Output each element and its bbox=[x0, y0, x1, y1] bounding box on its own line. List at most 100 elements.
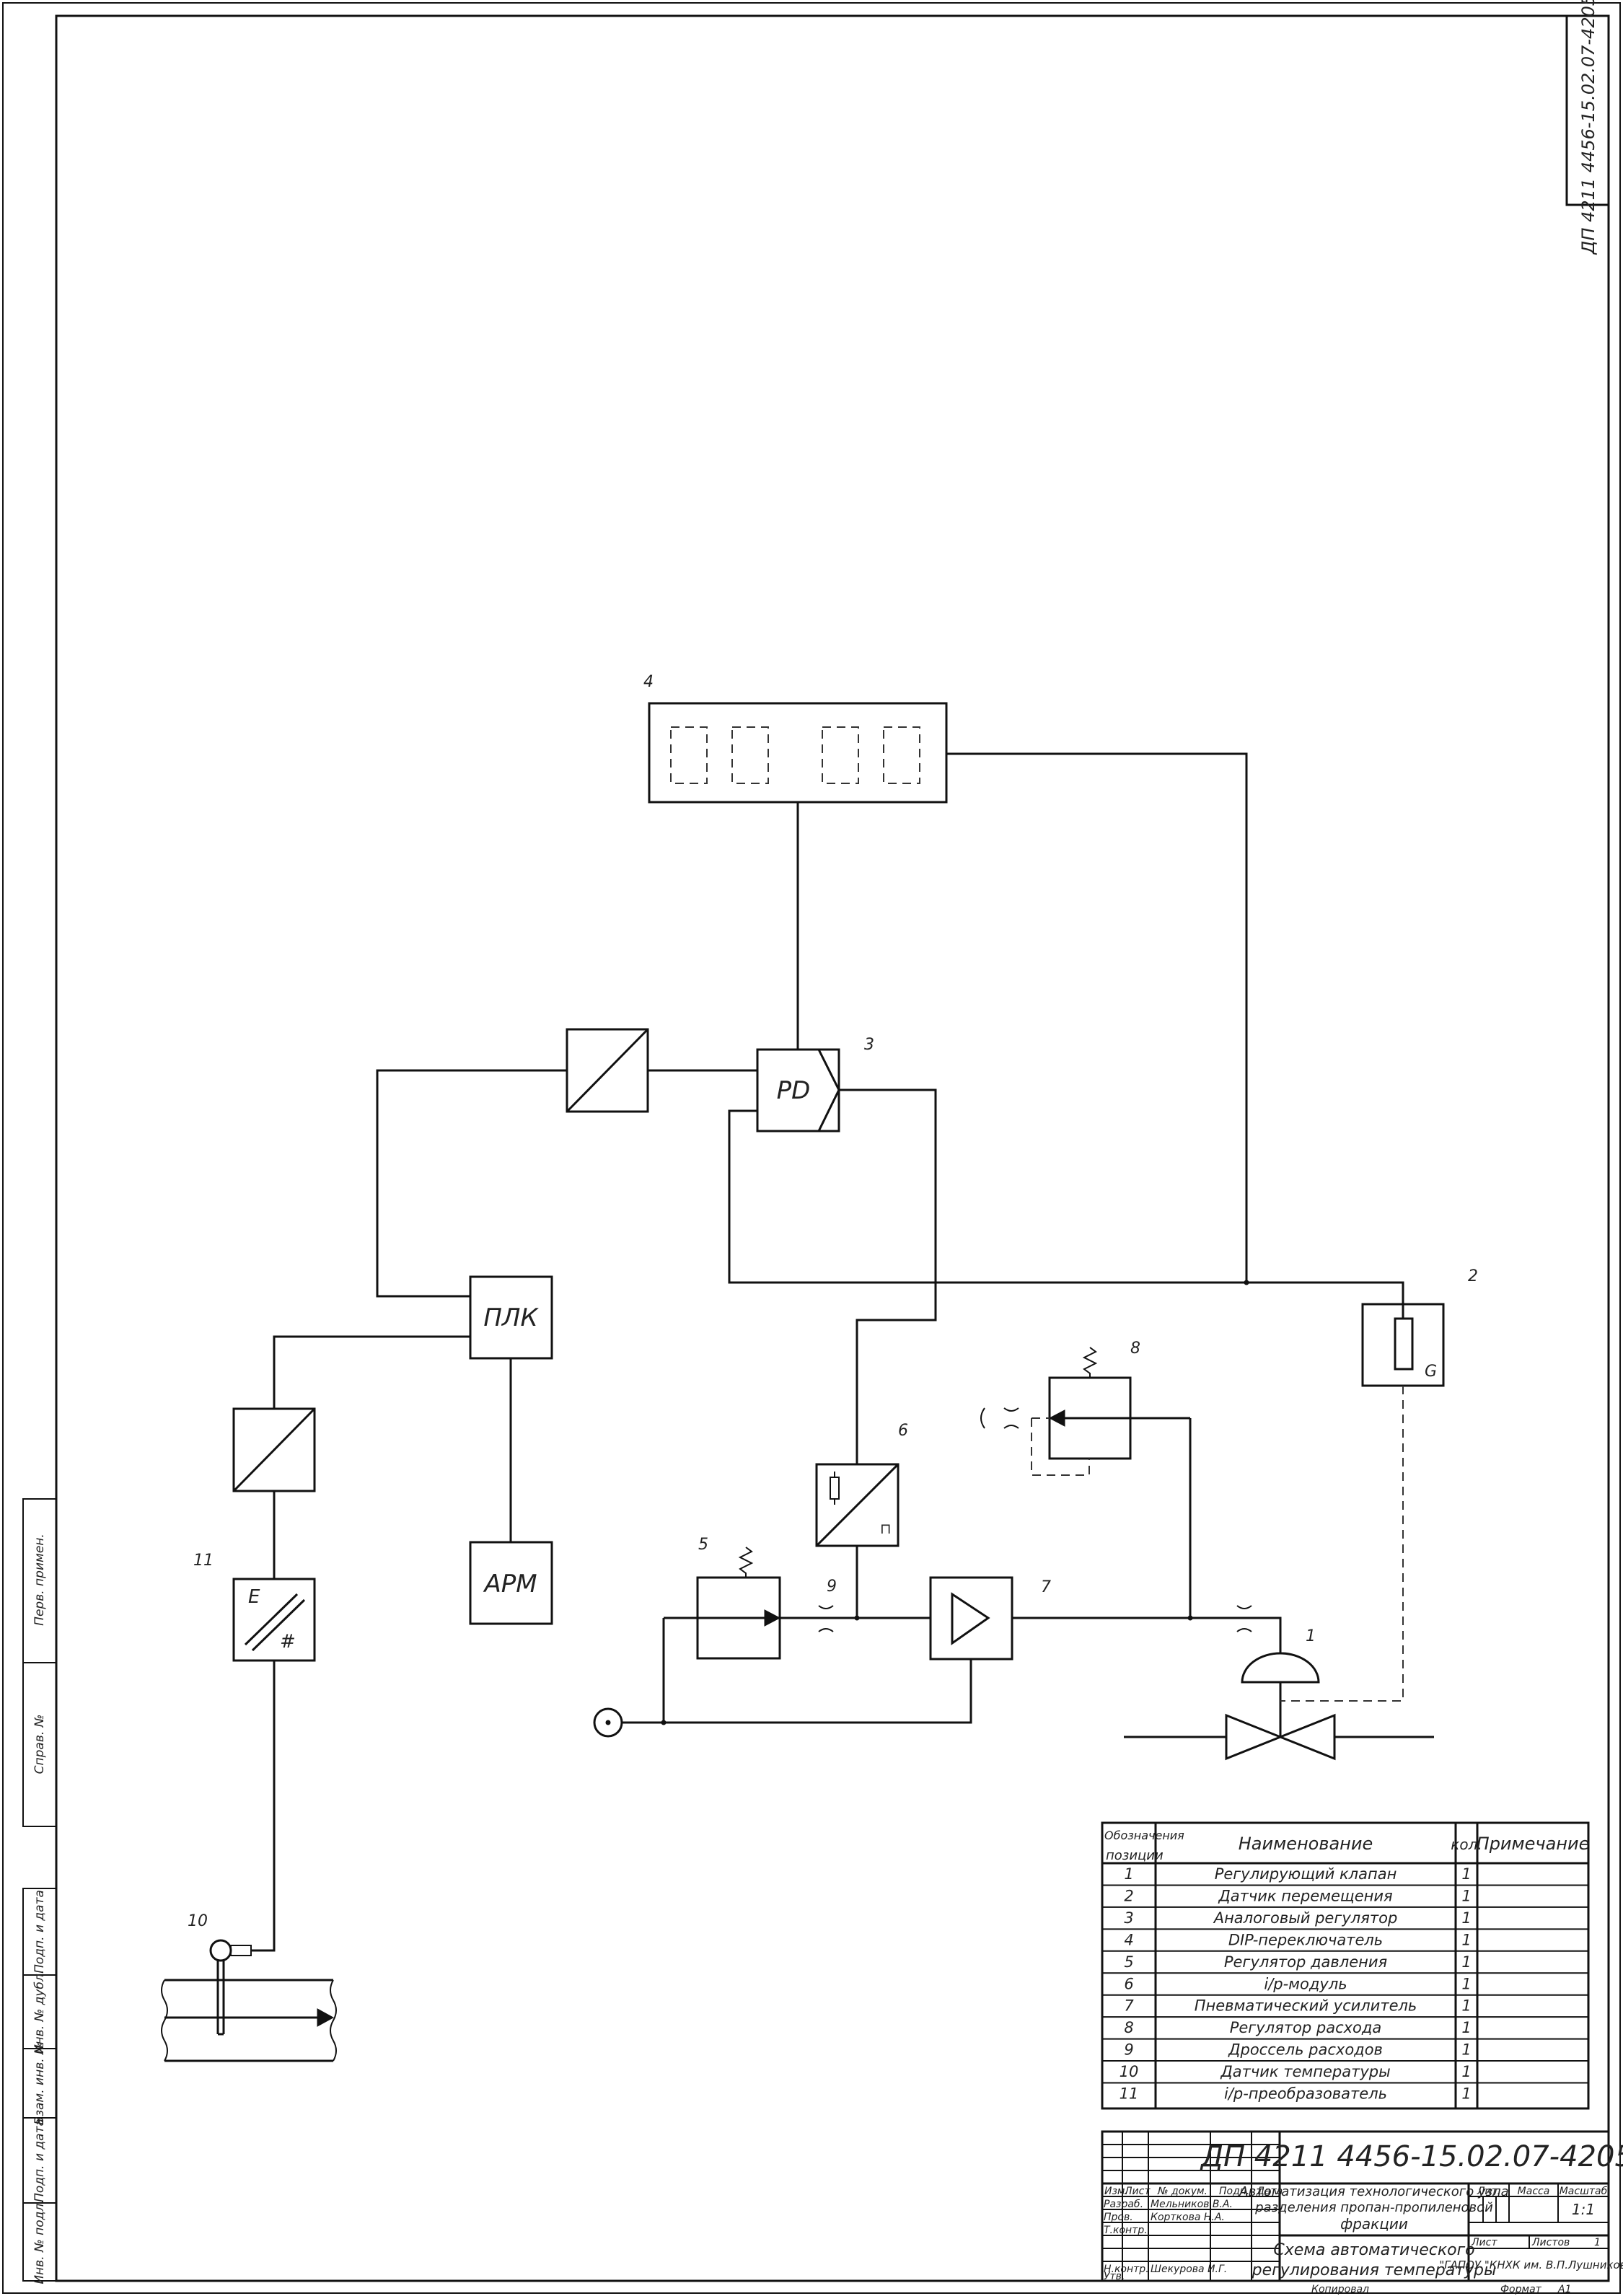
tb-copied: Копировал bbox=[1311, 2284, 1369, 2295]
strip-label-podp2: Подп. и дата bbox=[32, 2119, 47, 2202]
tb-nkontr-name: Шекурова И.Г. bbox=[1151, 2264, 1227, 2275]
spec-cell-qty: 1 bbox=[1461, 1887, 1471, 1904]
pos-label-4: 4 bbox=[643, 673, 654, 691]
pneumatic-amplifier-7 bbox=[929, 1576, 1013, 1661]
spec-cell-pos: 5 bbox=[1124, 1953, 1133, 1971]
spec-header-pos-1: Обозначения bbox=[1104, 1829, 1184, 1842]
ip-symbol: ⊓ bbox=[880, 1520, 892, 1537]
spec-cell-qty: 1 bbox=[1461, 2019, 1471, 2036]
strip-label-sprav: Справ. № bbox=[32, 1715, 47, 1774]
tb-col-izm: Изм. bbox=[1104, 2186, 1128, 2197]
spec-cell-name: i/p-модуль bbox=[1264, 1975, 1347, 1992]
spec-cell-qty: 1 bbox=[1461, 2041, 1471, 2059]
spec-header-name: Наименование bbox=[1239, 1834, 1373, 1854]
spec-cell-name: Регулятор давления bbox=[1224, 1953, 1387, 1971]
spec-cell-name: i/p-преобразователь bbox=[1224, 2085, 1387, 2103]
tb-scheme-line2: регулирования температуры bbox=[1252, 2261, 1497, 2279]
plc-block: ПЛК bbox=[469, 1275, 553, 1360]
spec-cell-qty: 1 bbox=[1461, 2085, 1471, 2103]
tb-sheets-value: 1 bbox=[1594, 2237, 1601, 2248]
tb-format-value: А1 bbox=[1557, 2284, 1571, 2295]
plc-label: ПЛК bbox=[483, 1303, 539, 1332]
spec-header-pos-2: позиции bbox=[1106, 1848, 1164, 1863]
tb-format-label: Формат bbox=[1500, 2284, 1542, 2295]
pos-label-5: 5 bbox=[698, 1536, 708, 1554]
pos-label-3: 3 bbox=[864, 1036, 874, 1054]
pos-label-6: 6 bbox=[898, 1422, 908, 1440]
pd-label: PD bbox=[777, 1076, 811, 1105]
spec-cell-name: Датчик температуры bbox=[1220, 2063, 1390, 2080]
tb-lit-label: Лит. bbox=[1477, 2186, 1500, 2197]
converter-e-label: E bbox=[248, 1586, 260, 1608]
tb-prov-role: Пров. bbox=[1104, 2212, 1133, 2223]
spec-cell-qty: 1 bbox=[1461, 2063, 1471, 2080]
strip-label-inv-podl: Инв. № подл. bbox=[32, 2199, 47, 2284]
spec-cell-qty: 1 bbox=[1461, 1865, 1471, 1883]
tb-col-list: Лист bbox=[1124, 2186, 1151, 2197]
tb-prov-name: Корткова Н.А. bbox=[1151, 2212, 1225, 2223]
tb-scale-label: Масштаб bbox=[1560, 2186, 1608, 2197]
strip-label-perv: Перв. примен. bbox=[32, 1534, 47, 1626]
spec-cell-qty: 1 bbox=[1461, 1953, 1471, 1971]
spec-table: Обозначения позиции Наименование кол. Пр… bbox=[1101, 1821, 1590, 2110]
arm-block: АРМ bbox=[469, 1541, 553, 1625]
dip-switch-4 bbox=[648, 702, 948, 804]
spec-cell-name: Аналоговый регулятор bbox=[1213, 1909, 1398, 1927]
throttle-9 bbox=[818, 1605, 1252, 1632]
converter-block-upper bbox=[566, 1028, 649, 1113]
tb-razrab-role: Разраб. bbox=[1104, 2199, 1143, 2210]
tb-col-date: Дата bbox=[1256, 2186, 1283, 2197]
analog-regulator-3: PD bbox=[756, 1048, 840, 1132]
pressure-regulator-5 bbox=[664, 1547, 781, 1660]
side-code-text: ДП 4211 4456-15.02.07-4205-23 bbox=[1578, 0, 1598, 255]
strip-label-podp1: Подп. и дата bbox=[32, 1890, 47, 1974]
spec-cell-qty: 1 bbox=[1461, 1975, 1471, 1992]
converter-block-left bbox=[232, 1407, 316, 1492]
arm-label: АРМ bbox=[483, 1570, 537, 1598]
title-block: ДП 4211 4456-15.02.07-4205-23 Изм. Лист … bbox=[1101, 2130, 1623, 2295]
spec-cell-pos: 4 bbox=[1124, 1931, 1133, 1948]
side-code-stamp bbox=[1565, 14, 1610, 206]
tb-project-line3: фракции bbox=[1340, 2215, 1408, 2233]
spec-cell-name: Регулятор расхода bbox=[1230, 2019, 1382, 2036]
temperature-sensor-10 bbox=[161, 1939, 337, 2062]
tb-project-line2: разделения пропан-пропиленовой bbox=[1254, 2200, 1493, 2215]
tb-mass-label: Масса bbox=[1518, 2186, 1550, 2197]
left-strip: Перв. примен. Справ. № Подп. и дата Инв.… bbox=[22, 1498, 57, 2284]
drawing-frame bbox=[55, 14, 1610, 2282]
pos-label-1: 1 bbox=[1306, 1627, 1316, 1645]
tb-utv-role: Утв. bbox=[1104, 2271, 1125, 2282]
spec-cell-qty: 1 bbox=[1461, 1909, 1471, 1927]
tb-project-line1: Автоматизация технологического узла bbox=[1239, 2184, 1508, 2199]
spec-cell-pos: 11 bbox=[1120, 2085, 1139, 2103]
spec-cell-name: Пневматический усилитель bbox=[1195, 1997, 1417, 2015]
spec-header-note: Примечание bbox=[1477, 1834, 1590, 1854]
pos-label-11: 11 bbox=[193, 1552, 214, 1570]
signal-lines bbox=[251, 752, 1404, 1952]
tb-sheets-label: Листов bbox=[1531, 2237, 1570, 2248]
tb-col-sign: Подп. bbox=[1219, 2186, 1249, 2197]
spec-cell-pos: 2 bbox=[1124, 1887, 1133, 1904]
spec-cell-pos: 6 bbox=[1124, 1975, 1133, 1992]
control-scheme: 4 PD 3 ПЛК АРМ bbox=[161, 673, 1478, 2062]
converter-hash-label: # bbox=[280, 1631, 296, 1653]
tb-col-doc: № докум. bbox=[1157, 2186, 1208, 2197]
title-code: ДП 4211 4456-15.02.07-4205-23 bbox=[1200, 2140, 1623, 2173]
ip-converter-11: E # bbox=[232, 1578, 316, 1662]
spec-cell-pos: 8 bbox=[1124, 2019, 1133, 2036]
spec-header-qty: кол. bbox=[1451, 1836, 1482, 1853]
tb-razrab-name: Мельников В.А. bbox=[1151, 2199, 1233, 2210]
pos-label-10: 10 bbox=[188, 1912, 208, 1930]
ip-module-6: ⊓ bbox=[815, 1463, 900, 1547]
control-valve-1 bbox=[1124, 1652, 1434, 1761]
pos-label-7: 7 bbox=[1041, 1578, 1051, 1596]
strip-label-vzam: Взам. инв. № bbox=[32, 2041, 47, 2124]
tb-scale-value: 1:1 bbox=[1572, 2201, 1595, 2218]
spec-cell-pos: 9 bbox=[1124, 2041, 1133, 2059]
tb-sheet-label: Лист bbox=[1471, 2237, 1497, 2248]
spec-cell-name: Дроссель расходов bbox=[1228, 2041, 1383, 2059]
tb-org: "ГАПОУ "КНХК им. В.П.Лушникова" bbox=[1439, 2258, 1623, 2271]
spec-cell-pos: 3 bbox=[1124, 1909, 1133, 1927]
